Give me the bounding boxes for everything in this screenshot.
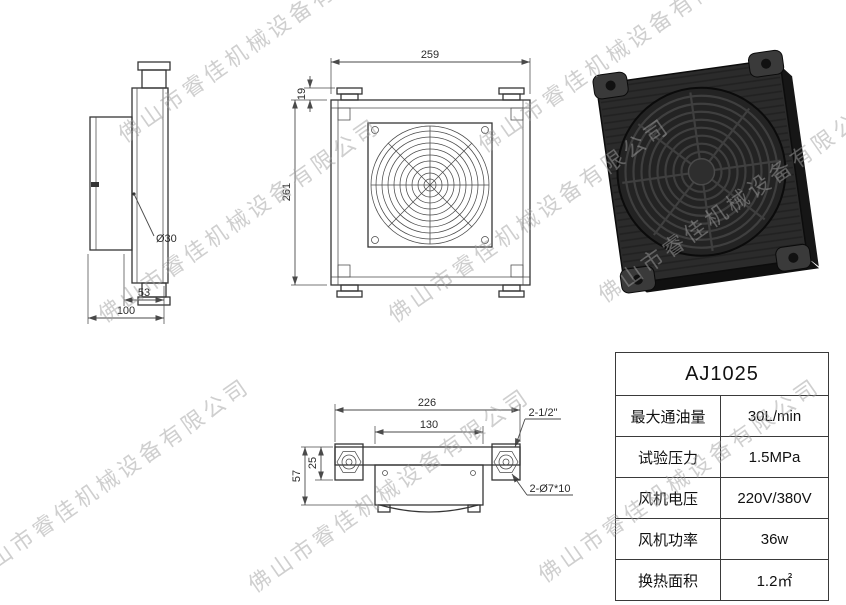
- spec-table: AJ1025 最大通油量 30L/min 试验压力 1.5MPa 风机电压 22…: [615, 352, 829, 601]
- model-number: AJ1025: [615, 352, 829, 396]
- spec-row-oil-flow: 最大通油量 30L/min: [615, 395, 829, 437]
- spec-row-test-pressure: 试验压力 1.5MPa: [615, 436, 829, 478]
- spec-label: 风机电压: [615, 477, 721, 519]
- product-3d-render: [592, 49, 820, 294]
- spec-label: 风机功率: [615, 518, 721, 560]
- dim-side-total: 100: [117, 305, 135, 317]
- spec-row-fan-voltage: 风机电压 220V/380V: [615, 477, 829, 519]
- spec-label: 最大通油量: [615, 395, 721, 437]
- dim-front-width: 259: [421, 49, 439, 61]
- spec-label: 换热面积: [615, 559, 721, 601]
- front-view-body: [330, 87, 531, 298]
- bottom-view-drawing: 226 130 57 25 2-1/2" 2-Ø7*10: [291, 397, 573, 513]
- bottom-view-dimensions: 226 130 57 25 2-1/2" 2-Ø7*10: [291, 397, 573, 506]
- dim-bottom-bar: 25: [307, 457, 319, 469]
- dim-side-port: Ø30: [156, 233, 177, 245]
- cooler-unit: [592, 49, 820, 294]
- fan-guard: [370, 125, 490, 245]
- spec-value: 30L/min: [720, 395, 829, 437]
- front-view-dimensions: 259 19 261: [281, 49, 531, 286]
- dim-bottom-height: 57: [291, 470, 303, 482]
- spec-row-fan-power: 风机功率 36w: [615, 518, 829, 560]
- dim-bottom-inner: 130: [420, 419, 438, 431]
- side-view-drawing: Ø30 53 100: [87, 61, 177, 324]
- dim-front-tab: 19: [296, 88, 308, 100]
- spec-row-heat-area: 换热面积 1.2㎡: [615, 559, 829, 601]
- spec-value: 1.2㎡: [720, 559, 829, 601]
- dim-side-core: 53: [138, 287, 150, 299]
- drain-plug: [91, 182, 99, 187]
- port-size-label: 2-1/2": [529, 407, 558, 419]
- spec-value: 36w: [720, 518, 829, 560]
- side-view-dimensions: Ø30 53 100: [87, 192, 177, 324]
- watermark-text: 佛山市睿佳机械设备有限公司: [0, 373, 255, 588]
- spec-table-header-row: AJ1025: [615, 352, 829, 396]
- side-view-body: [89, 61, 171, 306]
- mounting-holes-label: 2-Ø7*10: [530, 483, 571, 495]
- spec-label: 试验压力: [615, 436, 721, 478]
- front-view-drawing: 259 19 261: [281, 49, 531, 298]
- dim-front-height: 261: [281, 183, 293, 201]
- bottom-view-body: [334, 443, 521, 513]
- spec-value: 1.5MPa: [720, 436, 829, 478]
- dim-bottom-width: 226: [418, 397, 436, 409]
- spec-value: 220V/380V: [720, 477, 829, 519]
